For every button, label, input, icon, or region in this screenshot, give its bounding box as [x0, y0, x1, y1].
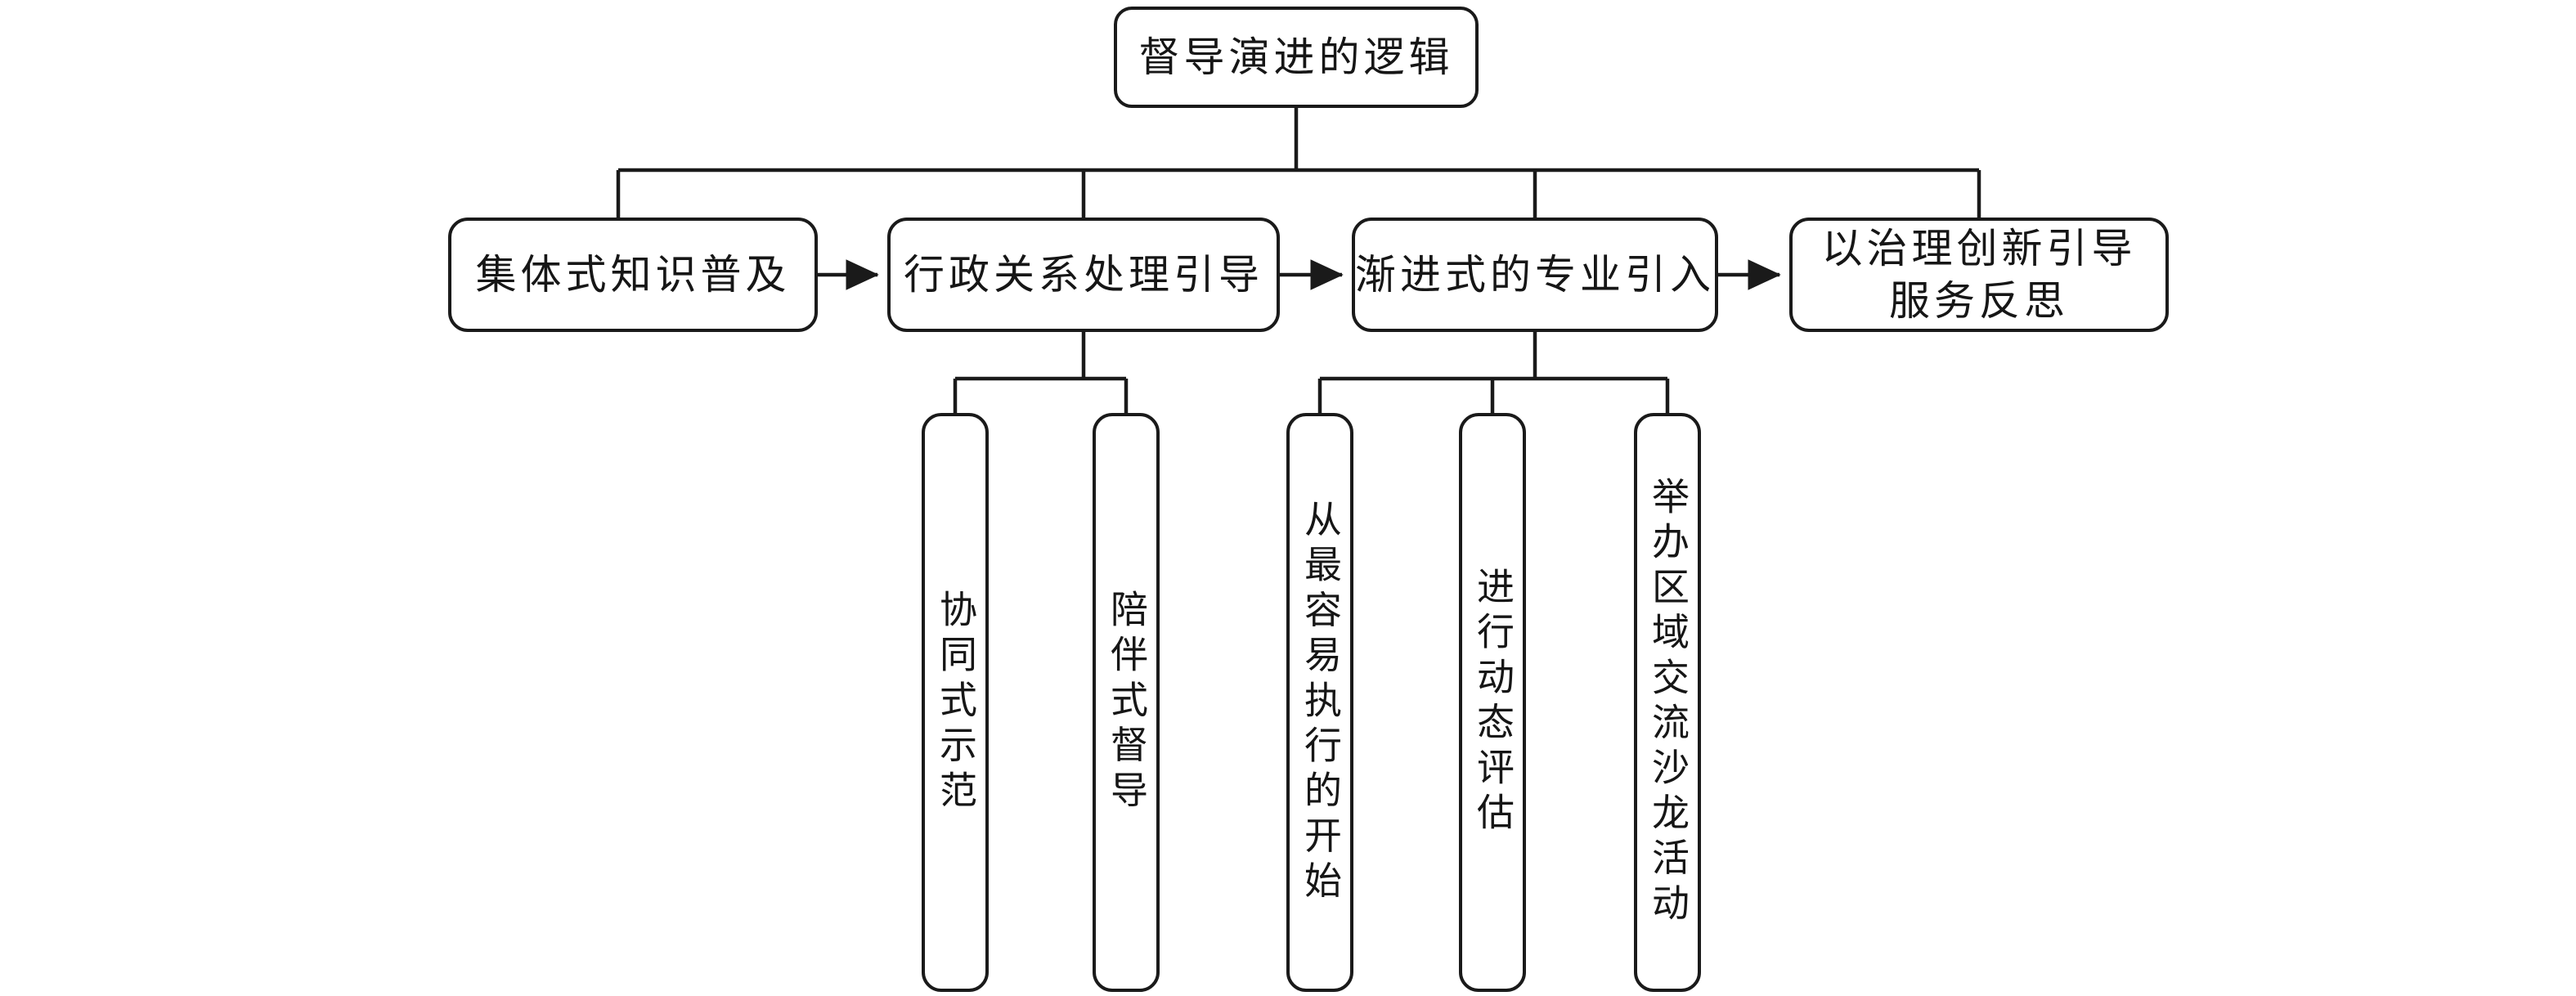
node-leaf-0-label: 协同式示范 [935, 590, 976, 815]
node-regional-exchange-salon[interactable]: 举办区域交流沙龙活动 [1634, 413, 1701, 992]
node-l1-1-label: 行政关系处理引导 [904, 252, 1263, 298]
node-start-from-easiest[interactable]: 从最容易执行的开始 [1286, 413, 1353, 992]
node-root-label: 督导演进的逻辑 [1138, 34, 1454, 80]
node-leaf-1-label: 陪伴式督导 [1106, 590, 1147, 815]
node-gradual-professional-intro[interactable]: 渐进式的专业引入 [1352, 218, 1718, 332]
node-governance-innovation-reflection[interactable]: 以治理创新引导 服务反思 [1789, 218, 2169, 332]
node-dynamic-assessment[interactable]: 进行动态评估 [1459, 413, 1526, 992]
node-l1-2-label: 渐进式的专业引入 [1355, 252, 1715, 298]
node-collective-knowledge[interactable]: 集体式知识普及 [448, 218, 818, 332]
node-leaf-4-label: 举办区域交流沙龙活动 [1647, 477, 1689, 928]
node-l1-0-label: 集体式知识普及 [475, 252, 791, 298]
node-l1-3-label: 以治理创新引导 服务反思 [1821, 226, 2137, 324]
node-root[interactable]: 督导演进的逻辑 [1114, 7, 1479, 108]
node-leaf-3-label: 进行动态评估 [1472, 567, 1514, 838]
node-companion-supervision[interactable]: 陪伴式督导 [1093, 413, 1160, 992]
node-leaf-2-label: 从最容易执行的开始 [1299, 499, 1341, 906]
node-collaborative-demonstration[interactable]: 协同式示范 [922, 413, 989, 992]
node-administrative-relations[interactable]: 行政关系处理引导 [887, 218, 1280, 332]
